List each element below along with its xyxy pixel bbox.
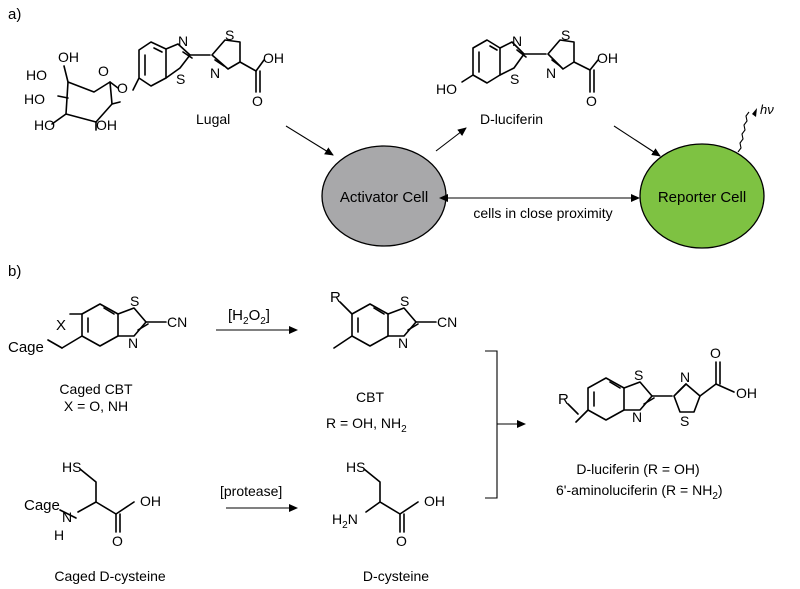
lugal-atom-o: O: [252, 93, 263, 109]
caged-cbt-atom-s: S: [130, 293, 139, 309]
product-atom-s: S: [634, 367, 643, 383]
dlucif-top-atom-o: O: [586, 93, 597, 109]
cbt-atom-s: S: [400, 293, 409, 309]
lugal-label: Lugal: [196, 111, 230, 127]
bracket: [485, 350, 498, 499]
cbt-structure: [333, 301, 437, 349]
dcys-oh: OH: [424, 493, 445, 509]
product-atom-s2: S: [680, 413, 689, 429]
product-line1: D-luciferin (R = OH): [576, 461, 699, 477]
product-atom-o: O: [710, 345, 721, 361]
dluciferin-top-label: D-luciferin: [480, 111, 543, 127]
product-atom-n2: N: [680, 369, 690, 385]
h2o2-label: [H2O2]: [228, 307, 270, 327]
dcys-structure: [363, 468, 419, 533]
product-atom-n: N: [632, 409, 642, 425]
cbt-atom-n: N: [398, 335, 408, 351]
arrow-lugal-to-activator: [285, 125, 334, 156]
dlucif-top-atom-s: S: [510, 71, 519, 87]
light-emission-wave: [737, 111, 750, 153]
caged-dcys-oh: OH: [140, 493, 161, 509]
caged-cbt-name: Caged CBT: [59, 381, 133, 397]
reporter-cell: [639, 143, 765, 249]
reporter-cell-label: Reporter Cell: [658, 189, 746, 206]
light-emission-arrowhead: [752, 108, 757, 117]
cbt-name: CBT: [356, 389, 384, 405]
dcys-hs: HS: [346, 459, 365, 475]
product-r: R: [558, 391, 569, 408]
lugal-structure: [51, 39, 265, 131]
lugal-atom-n: N: [210, 65, 220, 81]
panel-a-label: a): [8, 6, 21, 23]
caged-cbt-cage: Cage: [8, 339, 44, 356]
lugal-atom-ho: HO: [24, 91, 45, 107]
caged-cbt-condition: X = O, NH: [64, 398, 128, 414]
arrow-activator-to-dluciferin: [435, 127, 467, 152]
arrow-dluciferin-to-reporter: [613, 125, 661, 157]
caged-cbt-structure: [47, 303, 167, 349]
caged-cbt-x: X: [56, 317, 66, 334]
lugal-atom-s: S: [225, 27, 234, 43]
lugal-atom-o: O: [98, 63, 109, 79]
lugal-atom-oh: OH: [263, 50, 284, 66]
cbt-r: R: [330, 289, 341, 306]
dcys-o: O: [396, 533, 407, 549]
panel-b-label: b): [8, 263, 21, 280]
caged-dcys-name: Caged D-cysteine: [54, 568, 165, 584]
lugal-atom-oh: OH: [58, 49, 79, 65]
lugal-atom-ho: HO: [34, 117, 55, 133]
caged-cbt-cn: CN: [167, 314, 187, 330]
caged-dcys-o: O: [112, 533, 123, 549]
lugal-atom-n: N: [178, 33, 188, 49]
light-label: hν: [760, 102, 774, 117]
dcys-h2n: H2N: [332, 511, 358, 531]
product-structure: [567, 361, 735, 423]
protease-label: [protease]: [220, 483, 282, 499]
activator-cell-label: Activator Cell: [340, 189, 428, 206]
proximity-label: cells in close proximity: [473, 205, 612, 221]
lugal-atom-o: O: [117, 80, 128, 96]
cbt-condition: R = OH, NH2: [326, 415, 407, 435]
dlucif-top-atom-oh: OH: [597, 50, 618, 66]
dlucif-top-atom-n: N: [546, 65, 556, 81]
dlucif-top-atom-ho: HO: [436, 81, 457, 97]
caged-dcys-cage: Cage: [24, 497, 60, 514]
product-atom-oh: OH: [736, 385, 757, 401]
lugal-atom-oh: OH: [96, 117, 117, 133]
dlucif-top-atom-s: S: [561, 27, 570, 43]
lugal-atom-s: S: [176, 71, 185, 87]
lugal-atom-ho: HO: [26, 67, 47, 83]
caged-dcys-nh: H: [54, 527, 64, 543]
caged-dcys-structure: [59, 468, 135, 533]
dlucif-top-atom-n: N: [512, 33, 522, 49]
product-line2: 6'-aminoluciferin (R = NH2): [556, 482, 723, 502]
cbt-cn: CN: [437, 314, 457, 330]
dcys-name: D-cysteine: [363, 568, 429, 584]
caged-dcys-n: N: [62, 509, 72, 525]
caged-cbt-atom-n: N: [128, 335, 138, 351]
caged-dcys-hs: HS: [62, 459, 81, 475]
dluciferin-top-structure: [461, 39, 599, 93]
